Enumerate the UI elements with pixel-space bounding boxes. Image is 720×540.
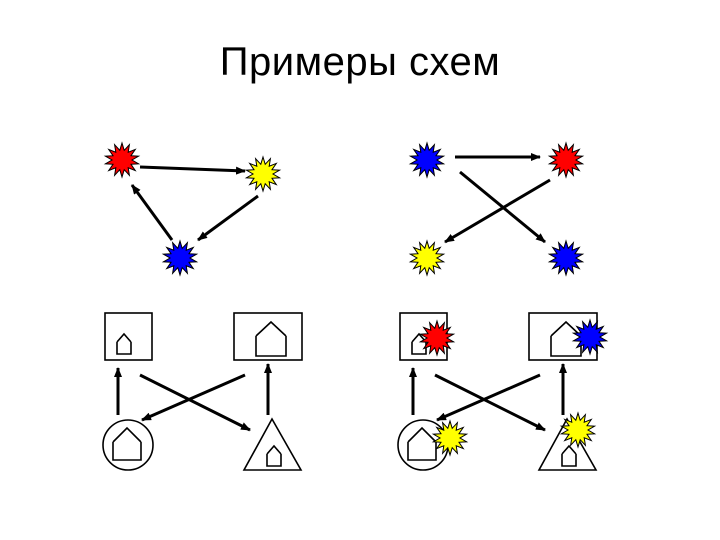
stars-cross-arrow xyxy=(444,178,551,244)
blue-star xyxy=(547,239,585,277)
circle-shape xyxy=(102,419,154,471)
shapes-cross-arrow xyxy=(139,373,251,432)
house-icon xyxy=(255,320,287,357)
shapes-cross-with-stars-arrow xyxy=(436,373,541,422)
house-icon xyxy=(112,426,142,461)
triangle-shape xyxy=(242,417,303,471)
blue-star xyxy=(161,239,199,277)
shapes-cross-arrow xyxy=(141,373,246,422)
stars-triangle-arrow xyxy=(197,194,259,242)
yellow-star xyxy=(559,411,597,449)
house-icon xyxy=(407,426,437,461)
shapes-cross xyxy=(102,312,303,471)
yellow-star xyxy=(408,239,446,277)
house-icon xyxy=(266,444,282,467)
slide-title: Примеры схем xyxy=(219,40,501,84)
shapes-cross-with-stars-arrow xyxy=(434,373,546,432)
square-box xyxy=(104,312,153,361)
stars-triangle-arrow xyxy=(130,184,174,241)
red-star xyxy=(547,141,585,179)
triangle-shape xyxy=(537,417,598,471)
house-icon xyxy=(116,332,132,355)
yellow-star xyxy=(431,419,469,457)
blue-star xyxy=(571,318,609,356)
stars-triangle-arrow xyxy=(139,165,246,175)
stars-cross-arrow xyxy=(459,170,546,244)
red-star xyxy=(418,319,456,357)
red-star xyxy=(103,141,141,179)
yellow-star xyxy=(244,155,282,193)
house-icon xyxy=(561,444,577,467)
square-box xyxy=(233,312,303,361)
blue-star xyxy=(408,141,446,179)
